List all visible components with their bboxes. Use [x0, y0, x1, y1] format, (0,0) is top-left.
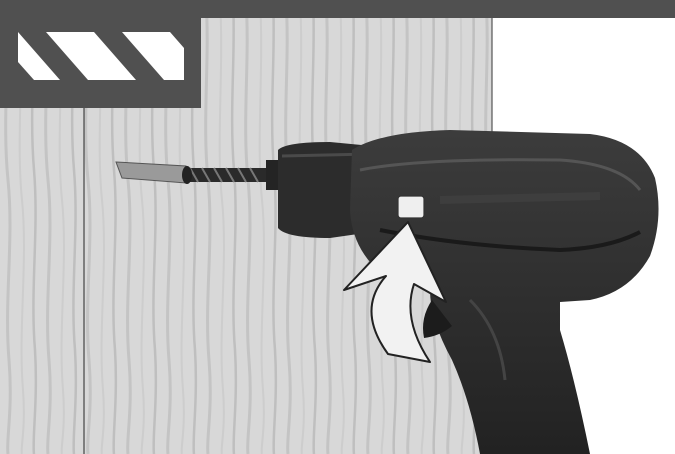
direction-stripes-icon [0, 18, 201, 108]
drill-bit [182, 166, 272, 184]
step-badge [0, 18, 201, 108]
header-bar [0, 0, 675, 18]
direction-switch [398, 196, 424, 218]
